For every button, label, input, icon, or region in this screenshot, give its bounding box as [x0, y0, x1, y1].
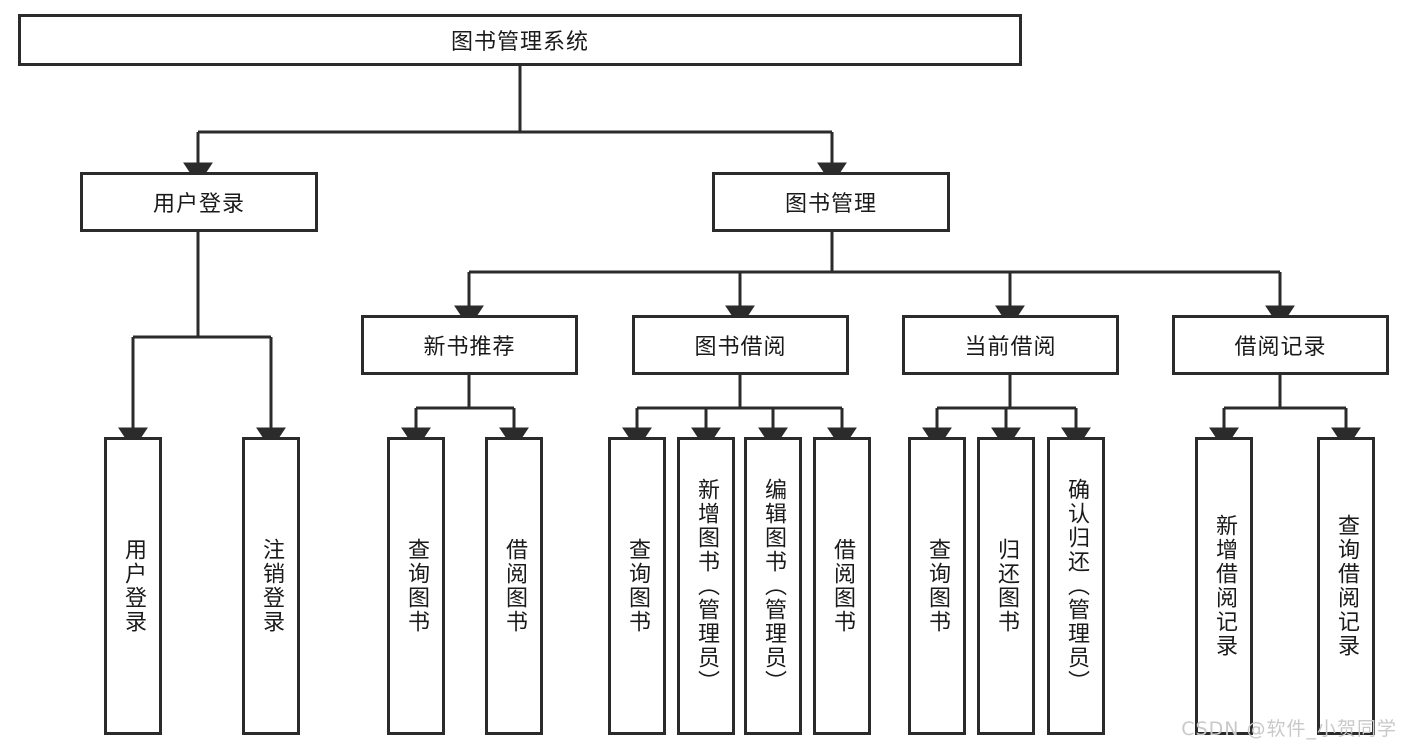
leaf-borrow-record-query[interactable]: 查询借阅记录	[1317, 437, 1375, 735]
leaf-new-book-borrow[interactable]: 借阅图书	[485, 437, 543, 735]
node-user-login[interactable]: 用户登录	[80, 172, 318, 232]
leaf-label: 用户登录	[120, 538, 146, 634]
node-book-borrow[interactable]: 图书借阅	[632, 315, 849, 375]
leaf-label: 查询图书	[403, 538, 429, 634]
leaf-label: 查询图书	[924, 538, 950, 634]
node-current-borrow[interactable]: 当前借阅	[902, 315, 1119, 375]
leaf-book-borrow-query[interactable]: 查询图书	[608, 437, 666, 735]
node-current-borrow-label: 当前借阅	[964, 335, 1057, 360]
leaf-current-borrow-confirm[interactable]: 确认归还（管理员）	[1047, 437, 1105, 735]
node-book-borrow-label: 图书借阅	[694, 335, 787, 360]
node-borrow-record-label: 借阅记录	[1234, 335, 1327, 360]
leaf-book-borrow-add[interactable]: 新增图书（管理员）	[677, 437, 735, 735]
node-new-book-recommend[interactable]: 新书推荐	[361, 315, 578, 375]
leaf-label: 借阅图书	[829, 538, 855, 634]
node-user-login-label: 用户登录	[152, 192, 245, 217]
leaf-book-borrow-borrow[interactable]: 借阅图书	[813, 437, 871, 735]
leaf-label: 借阅图书	[501, 538, 527, 634]
leaf-label: 查询借阅记录	[1333, 514, 1359, 658]
leaf-current-borrow-return[interactable]: 归还图书	[977, 437, 1035, 735]
leaf-label: 注销登录	[258, 538, 284, 634]
leaf-label: 新增图书（管理员）	[693, 478, 719, 694]
leaf-label: 归还图书	[993, 538, 1019, 634]
leaf-borrow-record-add[interactable]: 新增借阅记录	[1195, 437, 1253, 735]
leaf-label: 确认归还（管理员）	[1063, 478, 1089, 694]
node-book-management-label: 图书管理	[784, 192, 877, 217]
leaf-current-borrow-query[interactable]: 查询图书	[908, 437, 966, 735]
leaf-user-login-login[interactable]: 用户登录	[104, 437, 162, 735]
node-root[interactable]: 图书管理系统	[18, 14, 1022, 66]
node-book-management[interactable]: 图书管理	[712, 172, 950, 232]
leaf-label: 查询图书	[624, 538, 650, 634]
leaf-label: 新增借阅记录	[1211, 514, 1237, 658]
leaf-book-borrow-edit[interactable]: 编辑图书（管理员）	[744, 437, 802, 735]
node-root-label: 图书管理系统	[450, 30, 589, 55]
leaf-label: 编辑图书（管理员）	[760, 478, 786, 694]
node-new-book-recommend-label: 新书推荐	[423, 335, 516, 360]
watermark: CSDN @软件_小贺同学	[1181, 718, 1397, 740]
leaf-new-book-query[interactable]: 查询图书	[387, 437, 445, 735]
leaf-user-login-logout[interactable]: 注销登录	[242, 437, 300, 735]
node-borrow-record[interactable]: 借阅记录	[1172, 315, 1389, 375]
